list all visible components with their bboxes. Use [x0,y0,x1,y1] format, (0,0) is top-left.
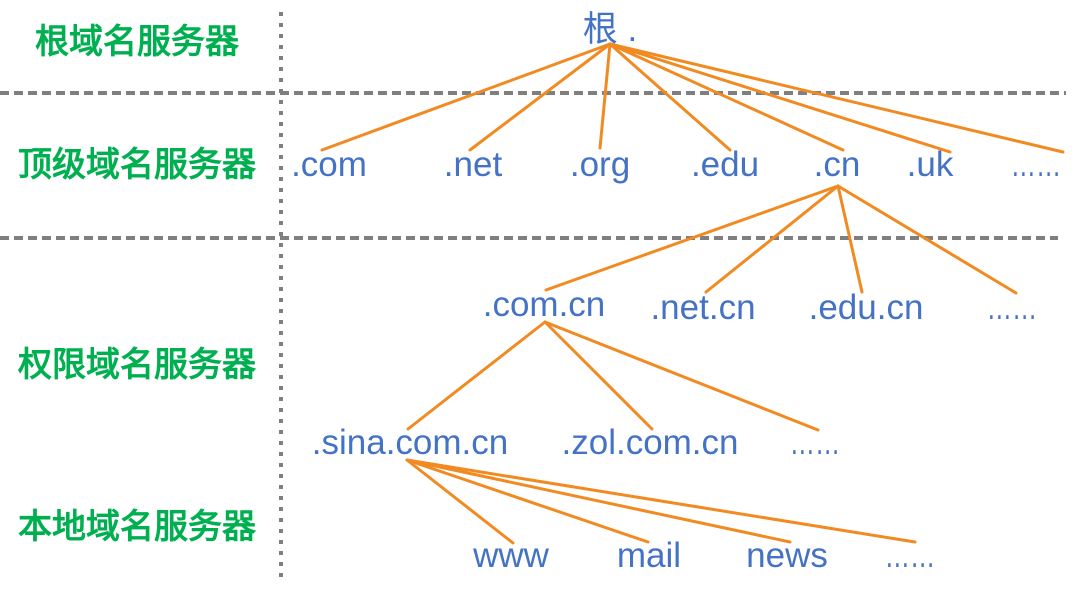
edge-com-cn-to-sina [406,320,547,431]
node-com-cn-more: …… [789,423,841,462]
node-com-cn: .com.cn [482,285,606,324]
edge-sina-to-www [405,458,515,545]
edge-cn-to-more [836,184,1018,295]
edge-cn-to-edu-cn [836,184,864,294]
edge-root-to-uk [608,42,952,154]
node-news: news [746,536,828,575]
node-com: .com [291,145,367,184]
edge-sina-to-more [405,458,917,544]
level-label-root-servers: 根域名服务器 [35,22,239,62]
node-mail: mail [616,536,682,575]
node-top-level-more: …… [1010,145,1062,184]
node-cn-more: …… [986,288,1038,327]
edge-root-to-cn [608,42,845,152]
level-label-top-level-servers: 顶级域名服务器 [18,145,256,185]
edge-root-to-net [468,42,612,152]
node-uk: .uk [906,145,954,184]
edge-com-cn-to-zol [543,320,654,431]
edge-sina-to-news [405,458,792,544]
node-edu: .edu [690,145,760,184]
edge-sina-to-mail [405,458,650,544]
node-root: 根 . [582,10,638,49]
edge-cn-to-net-cn [704,184,840,294]
node-org: .org [569,145,631,184]
node-net-cn: .net.cn [650,288,756,327]
node-cn: .cn [813,145,861,184]
node-zol-com-cn: .zol.com.cn [561,423,739,462]
edge-root-to-more [608,42,1065,154]
node-sina-com-cn: .sina.com.cn [311,423,509,462]
node-net: .net [443,145,503,184]
edge-root-to-com [320,42,612,152]
level-label-local-servers: 本地域名服务器 [18,507,256,547]
edge-com-cn-to-more [543,320,820,432]
level-label-authoritative-servers: 权限域名服务器 [18,345,256,385]
node-sina-more: …… [884,536,936,575]
edge-cn-to-com-cn [544,184,840,292]
edge-root-to-org [598,42,612,150]
node-edu-cn: .edu.cn [808,288,924,327]
edge-root-to-edu [608,42,732,152]
node-www: www [473,536,549,575]
